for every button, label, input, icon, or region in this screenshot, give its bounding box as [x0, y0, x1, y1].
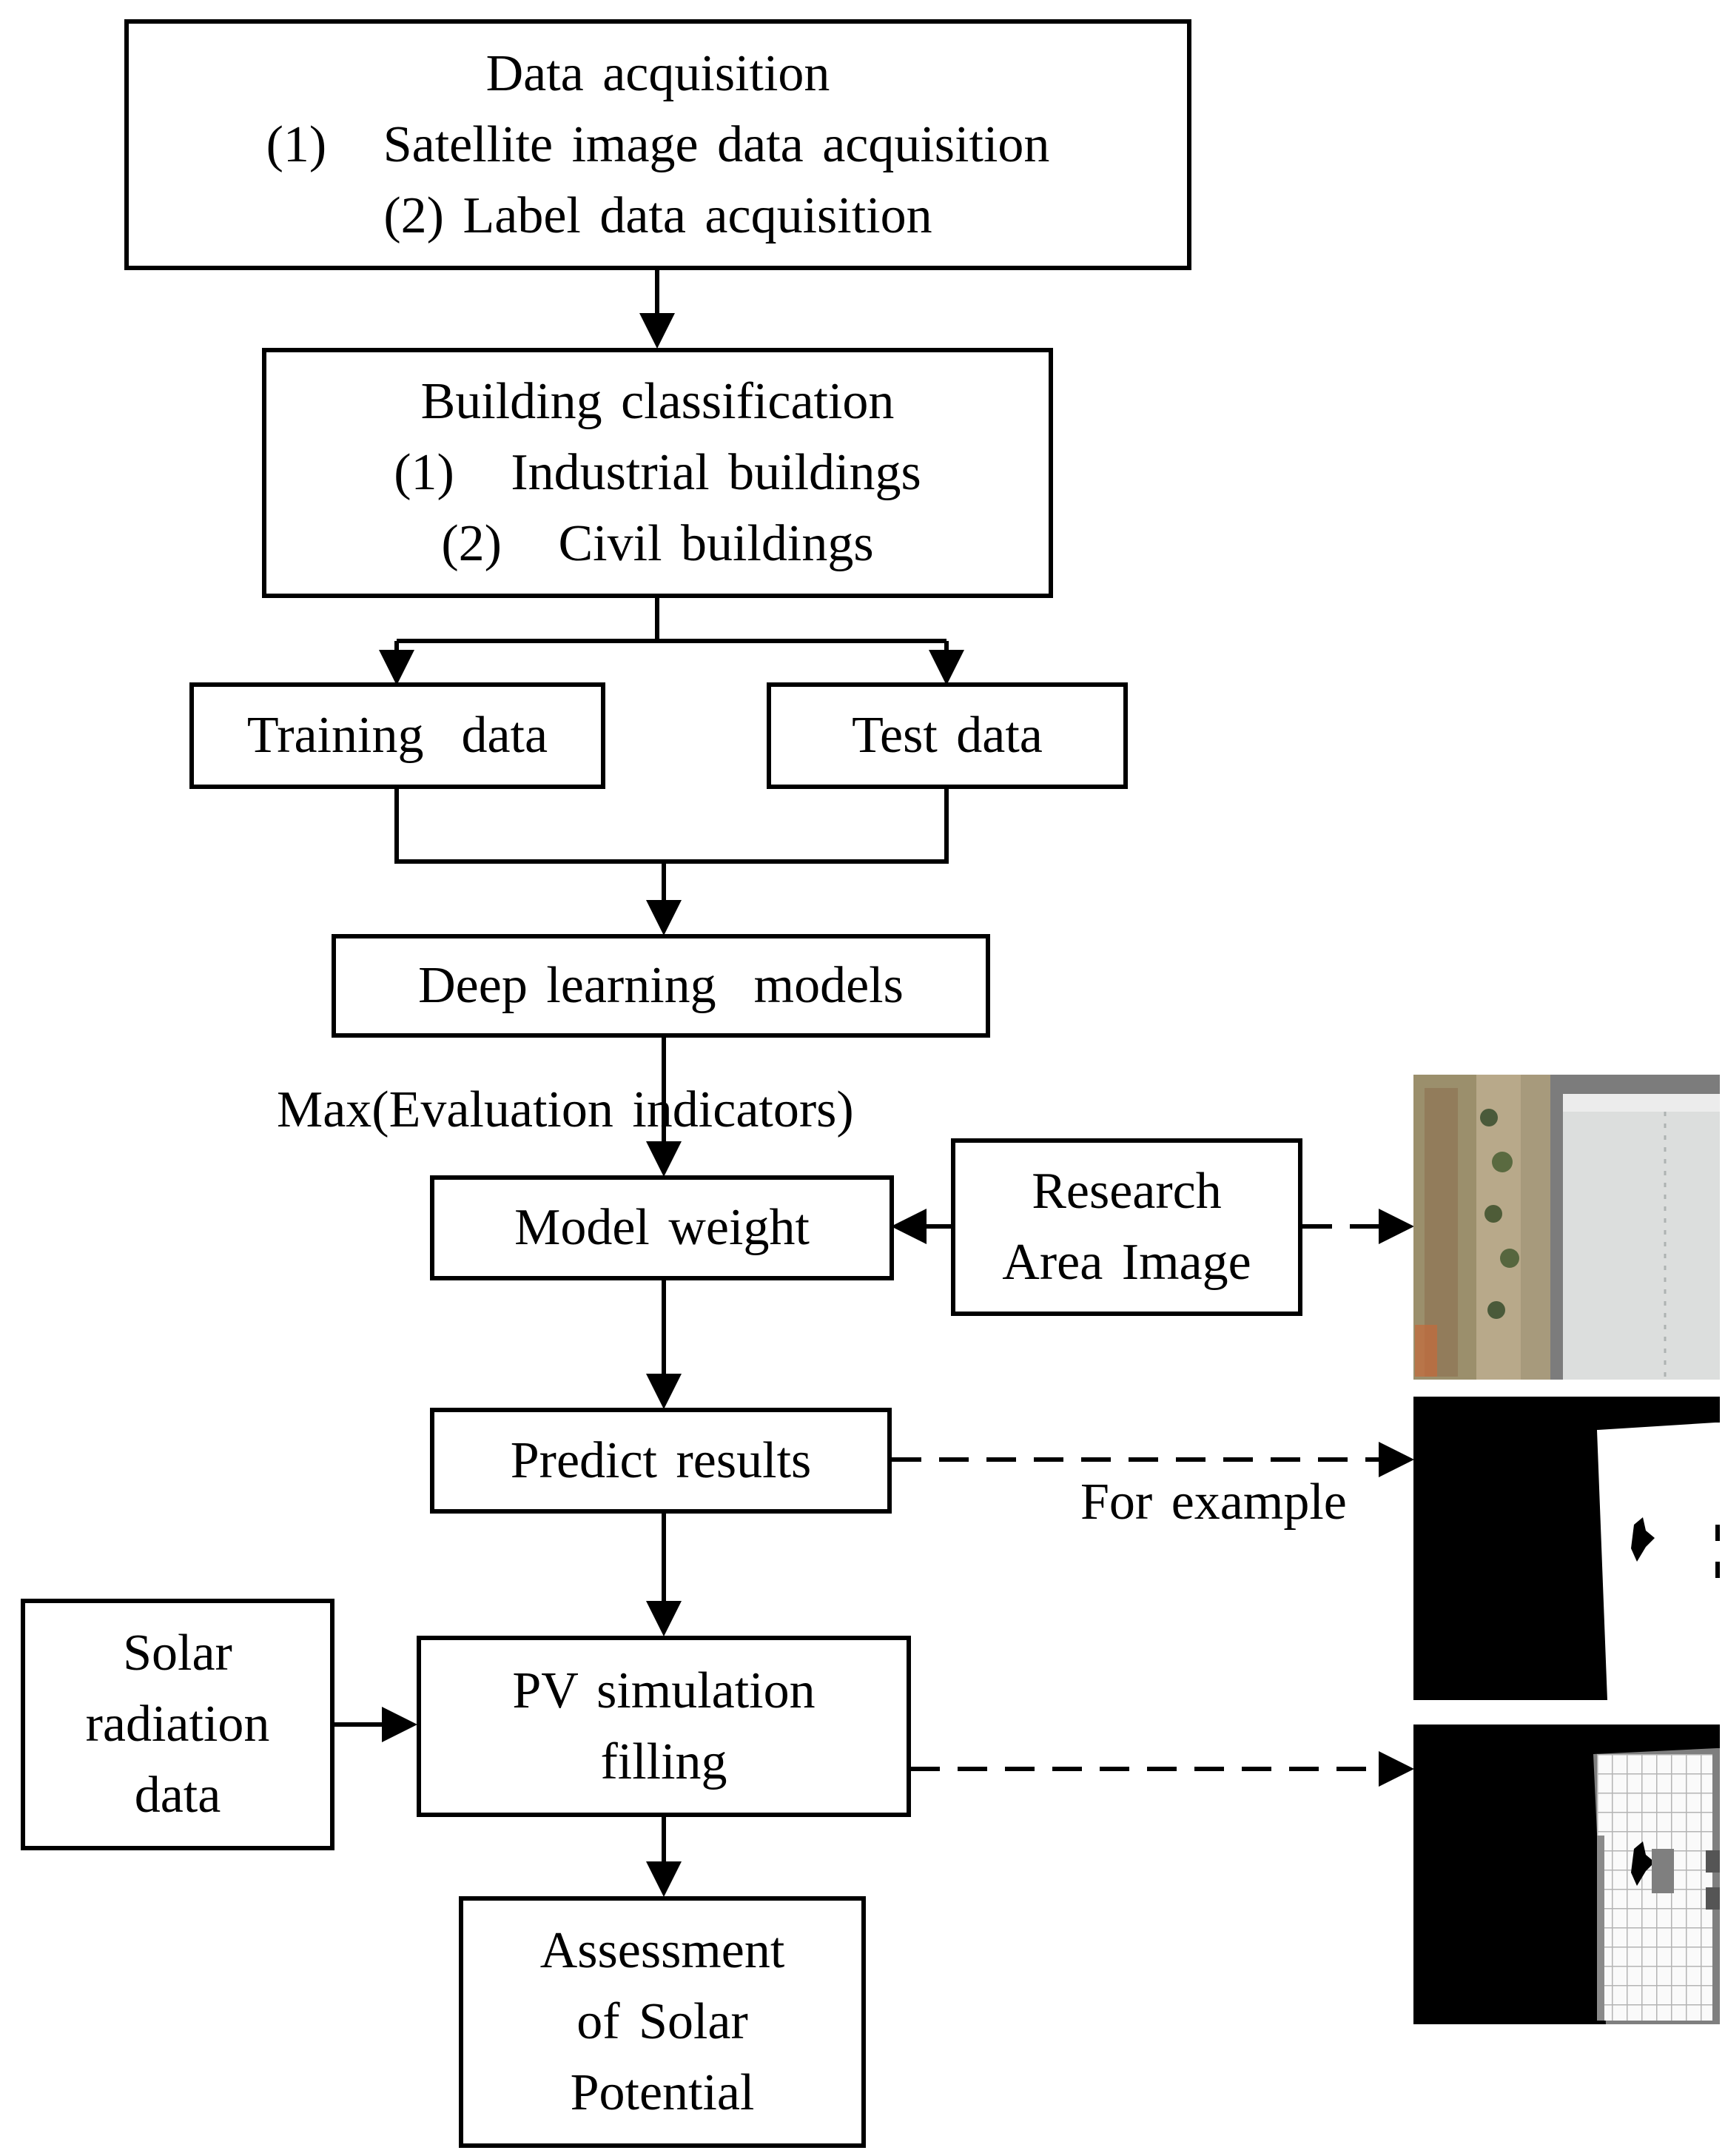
research-area-image-box: Research Area Image	[951, 1138, 1302, 1316]
label-data-step: (2) Label data acquisition	[383, 187, 932, 244]
pv-simulation-line-2: filling	[600, 1733, 727, 1790]
pv-simulation-filling-box: PV simulation filling	[417, 1636, 911, 1817]
assessment-line-1: Assessment	[539, 1922, 785, 1979]
research-area-line-2: Area Image	[1002, 1234, 1251, 1291]
predicted-mask-image	[1413, 1397, 1720, 1700]
deep-learning-models-box: Deep learning models	[332, 934, 990, 1038]
building-classification-title: Building classification	[420, 373, 895, 430]
data-acquisition-title: Data acquisition	[485, 44, 830, 102]
test-data-box: Test data	[767, 682, 1128, 789]
data-acquisition-box: Data acquisition (1) Satellite image dat…	[124, 19, 1191, 270]
predict-results-box: Predict results	[430, 1408, 892, 1514]
split-connector	[397, 598, 946, 643]
solar-radiation-line-3: data	[134, 1767, 221, 1824]
research-area-line-1: Research	[1032, 1163, 1222, 1220]
industrial-buildings-item: (1) Industrial buildings	[394, 444, 921, 501]
model-weight-box: Model weight	[430, 1175, 894, 1280]
training-data-box: Training data	[189, 682, 605, 789]
pv-simulation-line-1: PV simulation	[512, 1662, 816, 1719]
building-classification-box: Building classification (1) Industrial b…	[262, 348, 1053, 598]
training-data-label: Training data	[246, 707, 548, 764]
assessment-line-3: Potential	[570, 2064, 755, 2121]
for-example-label: For example	[1080, 1474, 1347, 1531]
test-data-label: Test data	[852, 707, 1043, 764]
assessment-solar-potential-box: Assessment of Solar Potential	[459, 1896, 866, 2148]
civil-buildings-item: (2) Civil buildings	[441, 515, 874, 572]
deep-learning-models-label: Deep learning models	[418, 957, 904, 1014]
solar-radiation-data-box: Solar radiation data	[21, 1599, 334, 1850]
model-weight-label: Model weight	[514, 1199, 810, 1256]
assessment-line-2: of Solar	[576, 1993, 748, 2050]
max-evaluation-indicators-label: Max(Evaluation indicators)	[277, 1081, 854, 1138]
pv-panel-layout-image	[1413, 1725, 1720, 2024]
solar-radiation-line-1: Solar	[123, 1625, 232, 1682]
satellite-data-step: (1) Satellite image data acquisition	[266, 115, 1050, 173]
satellite-image	[1413, 1075, 1720, 1380]
solar-radiation-line-2: radiation	[85, 1696, 270, 1753]
merge-connector	[394, 789, 949, 864]
predict-results-label: Predict results	[510, 1431, 812, 1489]
